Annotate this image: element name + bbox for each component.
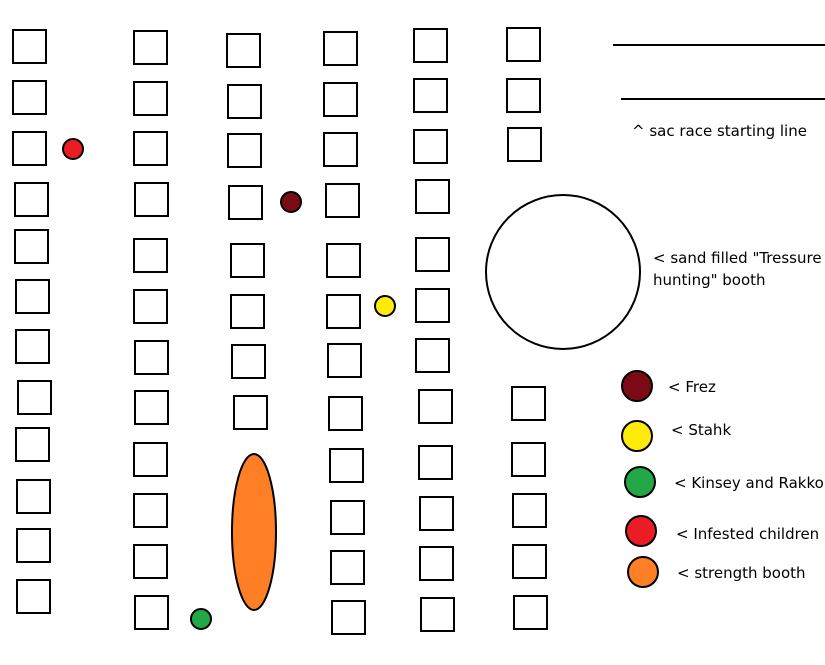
sand-booth xyxy=(485,194,641,350)
stall-3-6 xyxy=(230,294,265,329)
stall-3-3 xyxy=(227,133,262,168)
legend-frez-swatch xyxy=(621,370,653,402)
stall-4-4 xyxy=(325,183,360,218)
stall-5-11 xyxy=(419,546,454,581)
stall-1-1 xyxy=(12,29,47,64)
stall-1-3 xyxy=(12,131,47,166)
stall-2-5 xyxy=(133,238,168,273)
stall-4-7 xyxy=(327,343,362,378)
stall-4-1 xyxy=(323,31,358,66)
stall-2-11 xyxy=(133,544,168,579)
legend-strength-booth-label: < strength booth xyxy=(677,564,806,582)
legend-kinsey-rakko-swatch xyxy=(624,466,656,498)
stall-5-12 xyxy=(420,597,455,632)
stall-2-10 xyxy=(133,493,168,528)
stall-1-4 xyxy=(14,182,49,217)
stall-5-6 xyxy=(415,288,450,323)
stall-2-8 xyxy=(134,390,169,425)
stall-1-7 xyxy=(15,329,50,364)
stall-5-8 xyxy=(418,389,453,424)
stall-3-1 xyxy=(226,33,261,68)
strength-booth xyxy=(231,453,277,611)
stall-2-1 xyxy=(133,30,168,65)
legend-stahk-swatch xyxy=(621,420,653,452)
stall-4-10 xyxy=(330,500,365,535)
stall-4-3 xyxy=(323,132,358,167)
stall-3-4 xyxy=(228,185,263,220)
stall-3-2 xyxy=(227,84,262,119)
stall-5-1 xyxy=(413,28,448,63)
stall-1-5 xyxy=(14,229,49,264)
kinsey-rakko-marker xyxy=(190,608,212,630)
legend-strength-booth-swatch xyxy=(627,556,659,588)
stall-6-3 xyxy=(507,127,542,162)
stall-2-7 xyxy=(134,340,169,375)
legend-stahk-label: < Stahk xyxy=(671,421,731,439)
stall-4-6 xyxy=(326,294,361,329)
infested-children-marker xyxy=(62,138,84,160)
stall-5-2 xyxy=(413,78,448,113)
stall-2-4 xyxy=(134,182,169,217)
stall-4-11 xyxy=(330,550,365,585)
stall-1-9 xyxy=(15,427,50,462)
stall-5-10 xyxy=(419,496,454,531)
stall-6-4 xyxy=(511,386,546,421)
stall-2-9 xyxy=(133,442,168,477)
stall-4-5 xyxy=(326,243,361,278)
legend-infested-children-swatch xyxy=(625,515,657,547)
legend-frez-label: < Frez xyxy=(668,378,716,396)
frez-marker xyxy=(280,191,302,213)
stall-4-2 xyxy=(323,82,358,117)
stall-3-5 xyxy=(230,243,265,278)
stall-5-9 xyxy=(418,445,453,480)
stall-6-7 xyxy=(512,544,547,579)
stahk-marker xyxy=(374,295,396,317)
legend: < Frez < Stahk < Kinsey and Rakko < Infe… xyxy=(621,370,824,588)
legend-kinsey-rakko-label: < Kinsey and Rakko xyxy=(674,474,824,492)
stall-6-1 xyxy=(506,27,541,62)
stall-2-2 xyxy=(133,81,168,116)
sand-booth-label-line1: < sand filled "Tressure xyxy=(653,249,822,267)
stall-4-8 xyxy=(328,396,363,431)
stall-2-3 xyxy=(133,131,168,166)
stall-6-6 xyxy=(512,493,547,528)
stall-1-8 xyxy=(17,380,52,415)
stall-1-10 xyxy=(16,479,51,514)
stall-5-3 xyxy=(413,129,448,164)
starting-line-label: ^ sac race starting line xyxy=(632,122,807,140)
stall-3-7 xyxy=(231,344,266,379)
stall-grid xyxy=(12,27,548,635)
stall-5-4 xyxy=(415,179,450,214)
stall-3-8 xyxy=(233,395,268,430)
stall-2-6 xyxy=(133,289,168,324)
stall-1-11 xyxy=(16,528,51,563)
sand-booth-label-line2: hunting" booth xyxy=(653,271,766,289)
stall-1-6 xyxy=(15,279,50,314)
legend-infested-children-label: < Infested children xyxy=(676,525,819,543)
stall-5-5 xyxy=(415,237,450,272)
stall-1-12 xyxy=(16,579,51,614)
stall-6-8 xyxy=(513,595,548,630)
stall-4-9 xyxy=(329,448,364,483)
stall-4-12 xyxy=(331,600,366,635)
stall-6-2 xyxy=(506,78,541,113)
stall-5-7 xyxy=(415,338,450,373)
stall-6-5 xyxy=(511,442,546,477)
stall-2-12 xyxy=(134,595,169,630)
stall-1-2 xyxy=(12,80,47,115)
